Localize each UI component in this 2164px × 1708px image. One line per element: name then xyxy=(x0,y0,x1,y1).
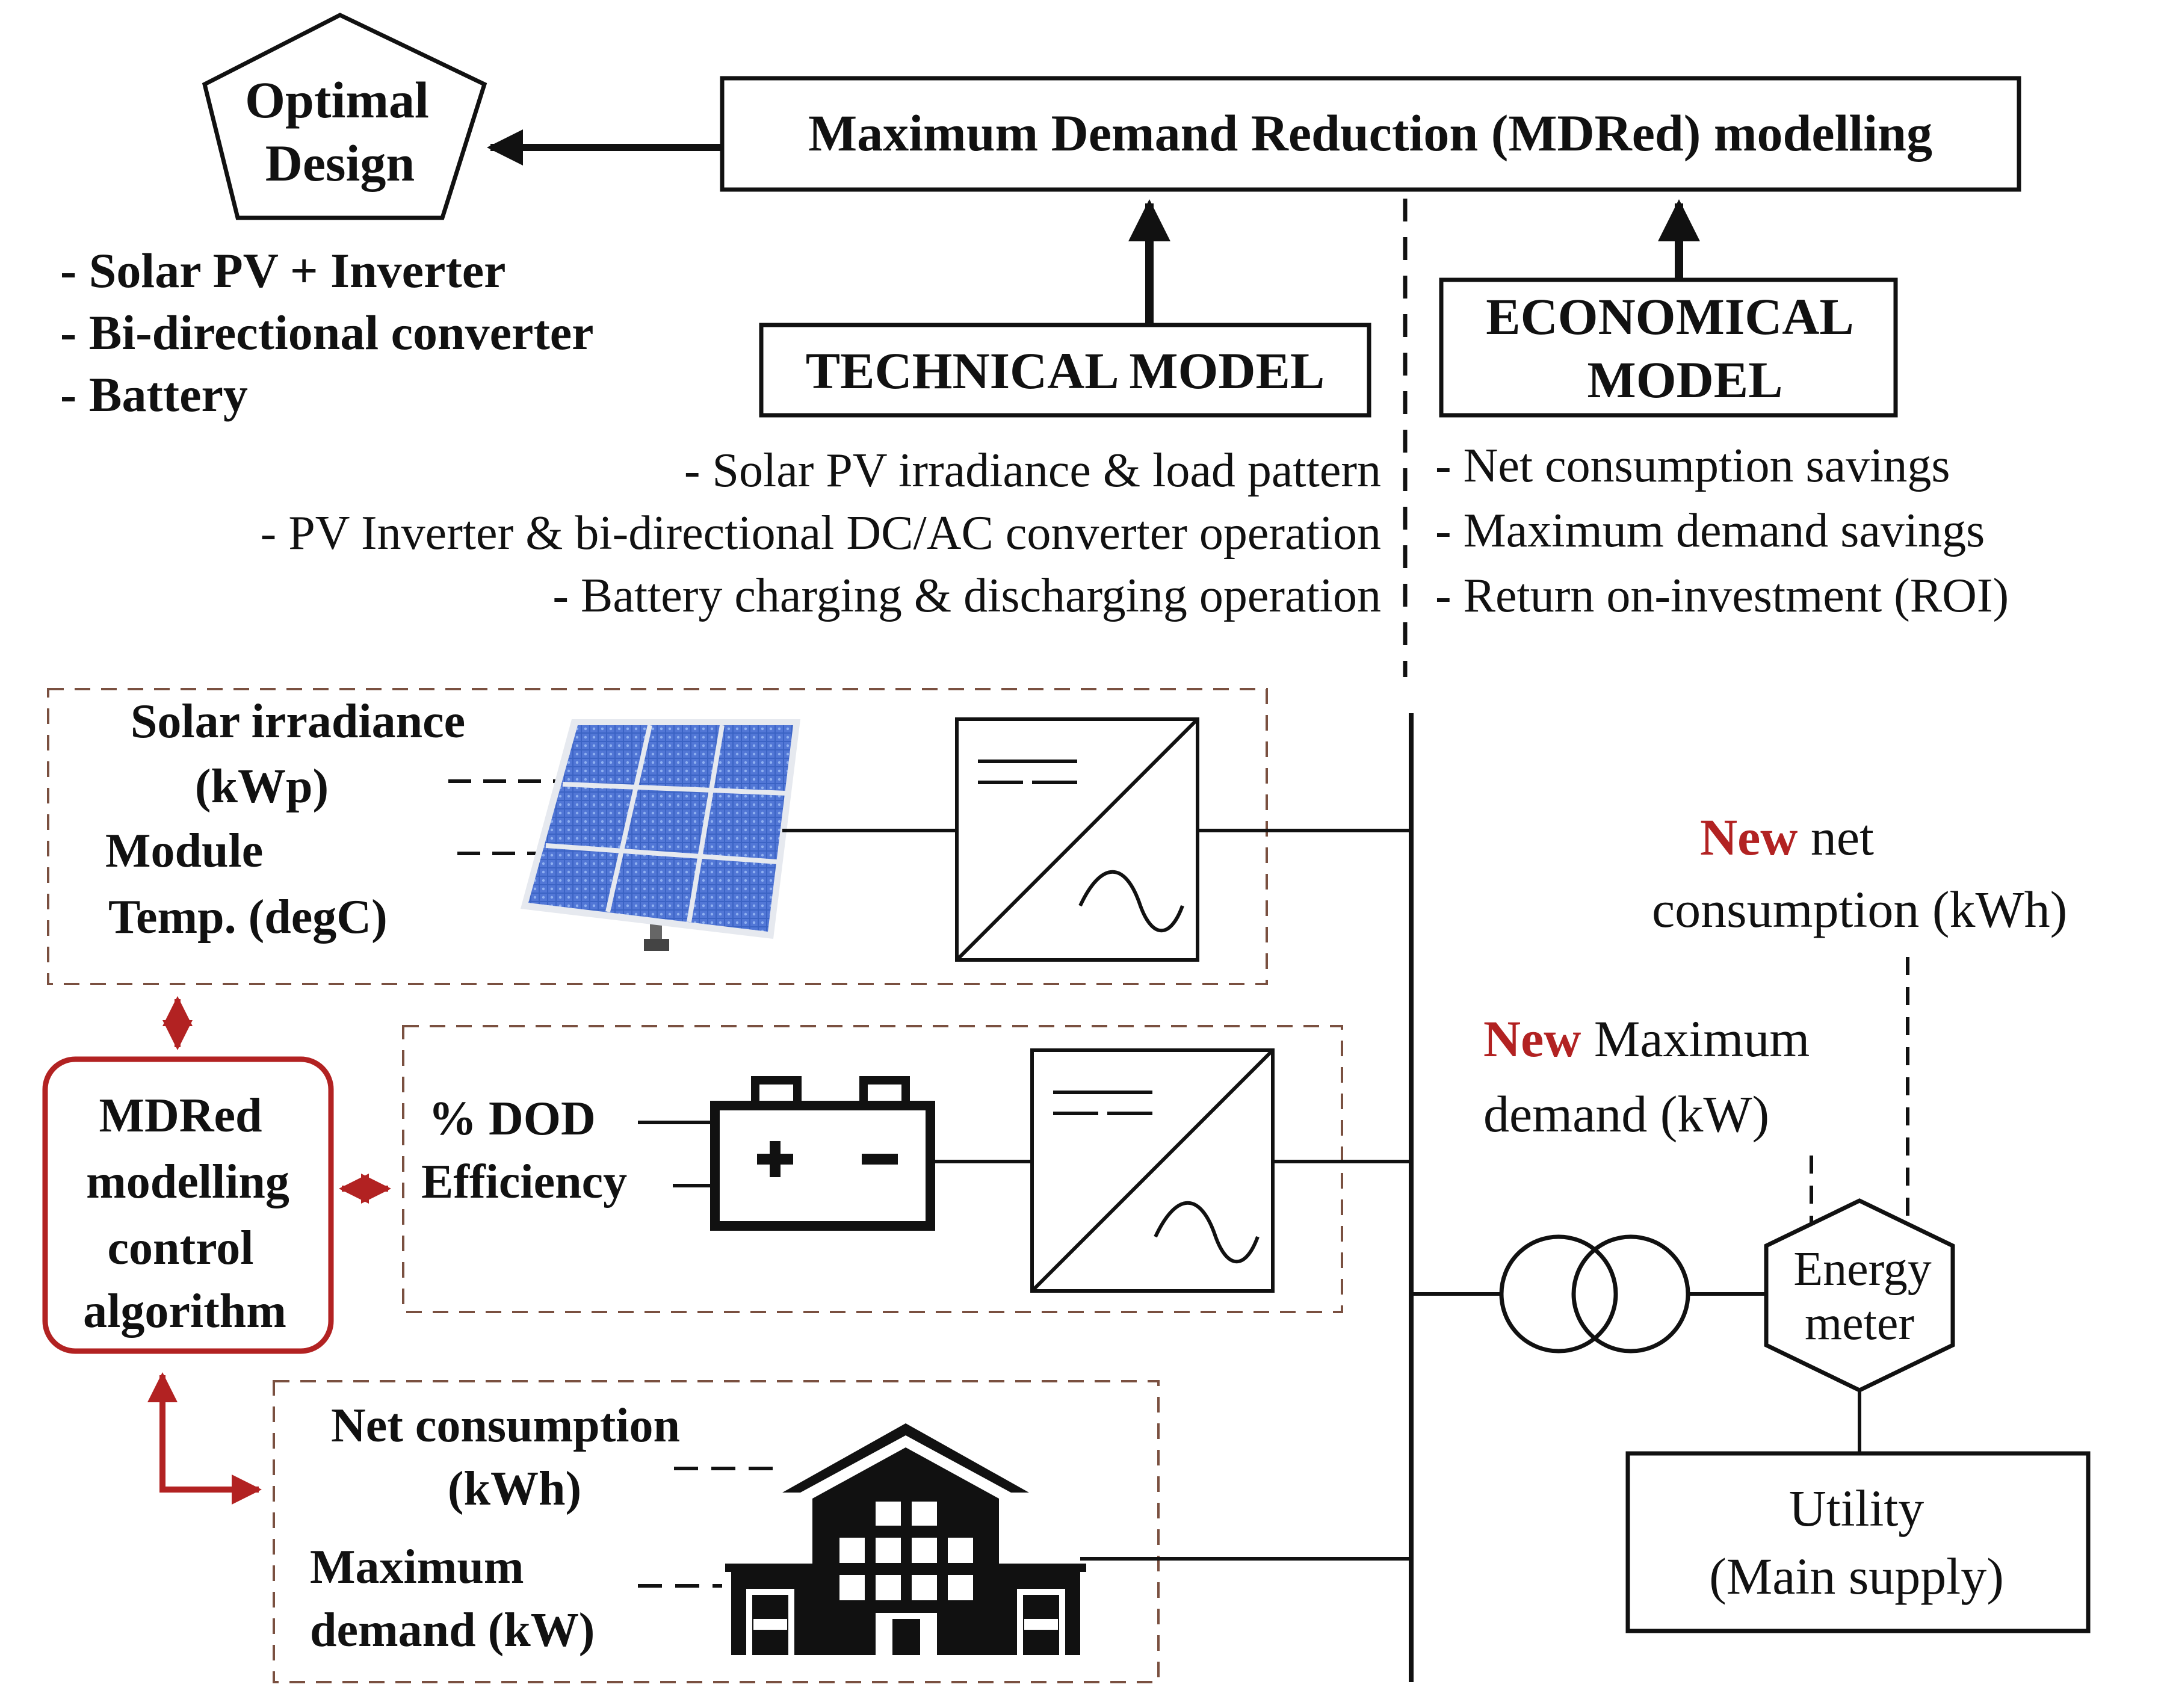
mdred-modelling-title: Maximum Demand Reduction (MDRed) modelli… xyxy=(808,104,1932,162)
dod-label: % DOD xyxy=(428,1092,596,1145)
solar-kwp-label: (kWp) xyxy=(195,760,329,813)
energy-meter-line2: meter xyxy=(1805,1297,1914,1350)
control-line4: algorithm xyxy=(83,1285,286,1338)
energy-meter-node: Energy meter xyxy=(1764,1198,1955,1393)
efficiency-label: Efficiency xyxy=(421,1156,627,1208)
new-net-rest: net xyxy=(1798,808,1874,866)
mdred-control-algorithm-box: MDRed modelling control algorithm xyxy=(42,1056,334,1354)
pv-inverter-icon xyxy=(955,717,1199,962)
solar-irradiance-label: Solar irradiance xyxy=(131,695,465,748)
control-line3: control xyxy=(108,1222,254,1275)
technical-model-box: TECHNICAL MODEL xyxy=(759,199,1371,418)
economical-item-3: - Return on-investment (ROI) xyxy=(1435,569,2009,622)
technical-item-2: - PV Inverter & bi-directional DC/AC con… xyxy=(261,507,1381,560)
optimal-design-title-line2: Design xyxy=(265,134,415,192)
economical-model-title-line1: ECONOMICAL xyxy=(1486,288,1854,345)
control-line2: modelling xyxy=(86,1156,289,1208)
economical-model-box: ECONOMICAL MODEL xyxy=(1439,199,1898,418)
new-net-line2: consumption (kWh) xyxy=(1652,880,2067,938)
battery-dashed-box xyxy=(402,1025,1343,1313)
battery-icon xyxy=(710,1076,935,1231)
control-line1: MDRed xyxy=(99,1089,262,1142)
net-consumption-label: Net consumption xyxy=(331,1399,680,1452)
economical-model-title-line2: MODEL xyxy=(1587,351,1783,409)
transformer-icon xyxy=(1499,1234,1690,1354)
optimal-design-title-line1: Optimal xyxy=(245,71,429,129)
module-label: Module xyxy=(105,825,263,877)
economical-item-2: - Maximum demand savings xyxy=(1435,504,1985,557)
new-max-rest: Maximum xyxy=(1581,1010,1810,1068)
battery-group: % DOD Efficiency xyxy=(402,1025,1411,1313)
new-net-highlight: New xyxy=(1700,808,1798,866)
utility-line2: (Main supply) xyxy=(1709,1547,2004,1605)
optimal-design-item-3: - Battery xyxy=(60,367,248,422)
control-load-link xyxy=(147,1372,262,1505)
svg-text:New Maximum: New Maximum xyxy=(1483,1010,1810,1068)
utility-box: Utility (Main supply) xyxy=(1625,1451,2091,1633)
solar-dashed-box xyxy=(47,688,1268,985)
net-consumption-unit-label: (kWh) xyxy=(448,1462,581,1515)
energy-meter-line1: Energy xyxy=(1793,1243,1932,1296)
optimal-design-item-2: - Bi-directional converter xyxy=(60,305,594,360)
demand-kw-label: demand (kW) xyxy=(310,1604,595,1657)
economical-item-1: - Net consumption savings xyxy=(1435,439,1950,492)
new-max-line2: demand (kW) xyxy=(1483,1085,1769,1143)
module-temp-label: Temp. (degC) xyxy=(108,891,388,944)
bidirectional-converter-icon xyxy=(1030,1048,1275,1293)
solar-panel-icon xyxy=(521,719,800,951)
technical-item-3: - Battery charging & discharging operati… xyxy=(552,569,1381,622)
maximum-label: Maximum xyxy=(310,1541,524,1594)
svg-text:New net: New net xyxy=(1700,808,1874,866)
technical-model-title: TECHNICAL MODEL xyxy=(806,342,1325,400)
optimal-design-item-1: - Solar PV + Inverter xyxy=(60,243,506,298)
technical-item-1: - Solar PV irradiance & load pattern xyxy=(684,444,1381,497)
solar-pv-group: Solar irradiance (kWp) Module Temp. (deg… xyxy=(47,688,1411,985)
new-max-highlight: New xyxy=(1483,1010,1581,1068)
building-icon xyxy=(725,1423,1086,1655)
optimal-design-node: Optimal Design xyxy=(202,13,487,220)
new-maximum-demand-label: New Maximum demand (kW) xyxy=(1483,1010,1810,1143)
mdred-modelling-box: Maximum Demand Reduction (MDRed) modelli… xyxy=(720,76,2021,192)
utility-line1: Utility xyxy=(1789,1479,1924,1537)
load-dashed-box xyxy=(273,1380,1160,1683)
new-net-consumption-label: New net consumption (kWh) xyxy=(1652,808,2067,938)
load-group: Net consumption (kWh) Maximum demand (kW… xyxy=(273,1380,1411,1683)
